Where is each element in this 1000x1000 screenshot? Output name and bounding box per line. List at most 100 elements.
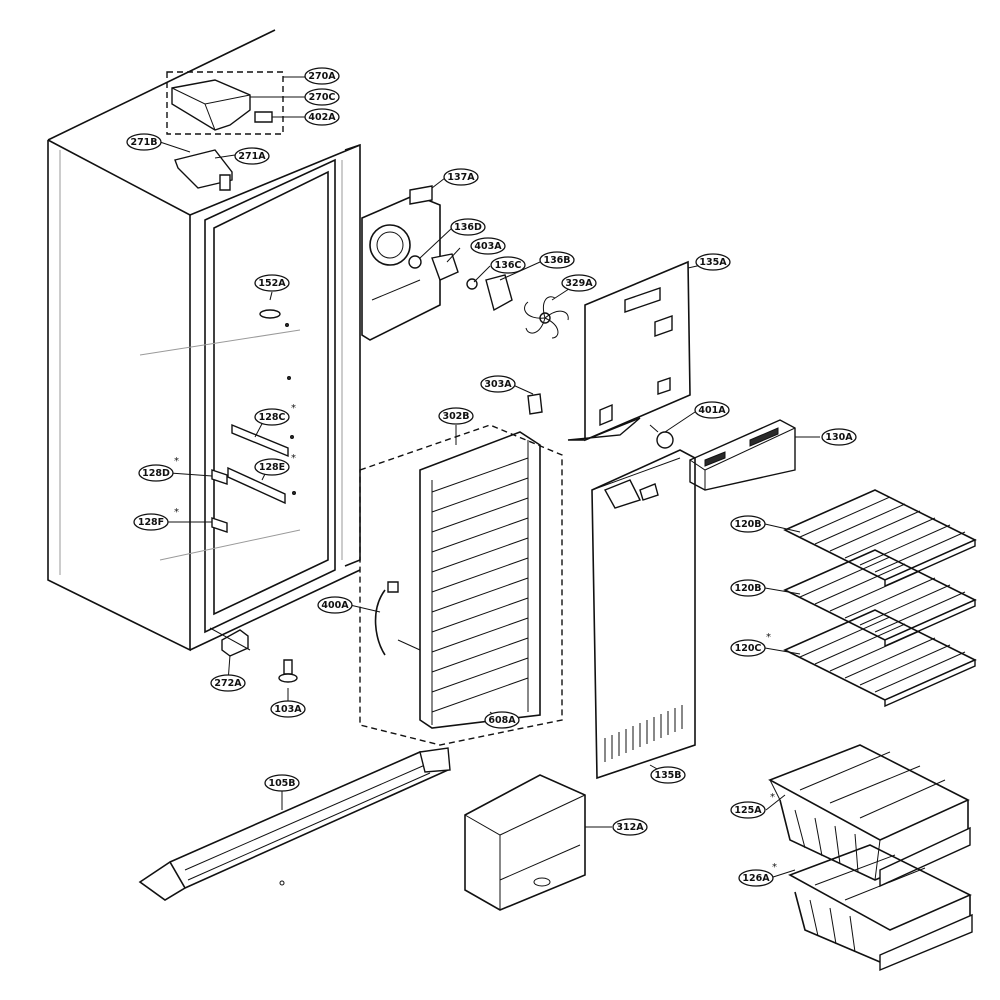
callout-120b_1: 120B xyxy=(730,515,766,533)
callout-271a: 271A xyxy=(234,147,270,165)
callout-label: 137A xyxy=(447,172,475,183)
callout-oval xyxy=(254,458,290,476)
callout-oval xyxy=(317,596,353,614)
callout-oval xyxy=(304,67,340,85)
callout-128c: 128C xyxy=(254,408,290,426)
callout-oval xyxy=(438,407,474,425)
callout-label: 128C xyxy=(259,412,286,423)
wire-baskets xyxy=(768,744,973,972)
callout-oval xyxy=(730,801,766,819)
callout-329a: 329A xyxy=(561,274,597,292)
callout-label: 128E xyxy=(259,462,285,473)
callout-oval xyxy=(126,133,162,151)
callout-oval xyxy=(270,700,306,718)
callout-label: 120B xyxy=(734,519,761,530)
callout-label: 136C xyxy=(495,260,522,271)
callout-label: 128D xyxy=(142,468,170,479)
callout-120b_2: 120B xyxy=(730,579,766,597)
callout-oval xyxy=(695,253,731,271)
callout-oval xyxy=(443,168,479,186)
callout-272a: 272A xyxy=(210,674,246,692)
callout-136d: 136D xyxy=(450,218,486,236)
callout-oval xyxy=(254,274,290,292)
part-303A xyxy=(527,393,543,415)
evaporator-assembly xyxy=(359,424,563,746)
callout-103a: 103A xyxy=(270,700,306,718)
callout-label: 105B xyxy=(268,778,295,789)
shelf-1 xyxy=(783,489,977,588)
callout-270a: 270A xyxy=(304,67,340,85)
callout-label: 272A xyxy=(214,678,242,689)
callout-label: 103A xyxy=(274,704,302,715)
callout-120c: 120C xyxy=(730,639,766,657)
callout-136b: 136B xyxy=(539,251,575,269)
vent-slots xyxy=(604,705,683,762)
fan-housing xyxy=(361,185,569,341)
callout-312a: 312A xyxy=(612,818,648,836)
asterisk-128F: * xyxy=(174,507,179,518)
callout-401a: 401A xyxy=(694,401,730,419)
callout-oval xyxy=(612,818,648,836)
callout-oval xyxy=(234,147,270,165)
callout-label: 400A xyxy=(321,600,349,611)
fan xyxy=(524,296,569,339)
callouts: 270A 270C 402A 271B 271A 137A 136D 403A 136C 136B… xyxy=(126,67,857,887)
callout-608a: 608A xyxy=(484,711,520,729)
callout-label: 402A xyxy=(308,112,336,123)
callout-label: 128F xyxy=(138,517,164,528)
asterisk-125A: * xyxy=(770,792,775,803)
callout-label: 126A xyxy=(742,873,770,884)
callout-270c: 270C xyxy=(304,88,340,106)
asterisk-128D: * xyxy=(174,456,179,467)
drain-tray xyxy=(138,747,451,901)
asterisk-128E: * xyxy=(291,453,296,464)
callout-130a: 130A xyxy=(821,428,857,446)
duct-cover xyxy=(464,774,586,911)
asterisk-126A: * xyxy=(772,862,777,873)
callout-oval xyxy=(484,711,520,729)
callout-128d: 128D xyxy=(138,464,174,482)
callout-oval xyxy=(738,869,774,887)
callout-125a: 125A xyxy=(730,801,766,819)
callout-label: 302B xyxy=(442,411,469,422)
callout-oval xyxy=(694,401,730,419)
callout-label: 403A xyxy=(474,241,502,252)
callout-label: 130A xyxy=(825,432,853,443)
callout-oval xyxy=(133,513,169,531)
callout-105b: 105B xyxy=(264,774,300,792)
basket-125A xyxy=(768,744,971,888)
shelf-3 xyxy=(783,609,977,708)
callout-label: 401A xyxy=(698,405,726,416)
callout-128f: 128F xyxy=(133,513,169,531)
evaporator-coils xyxy=(431,457,529,713)
callout-label: 125A xyxy=(734,805,762,816)
callout-label: 270A xyxy=(308,71,336,82)
callout-oval xyxy=(480,375,516,393)
basket-126A xyxy=(788,844,973,972)
callout-oval xyxy=(138,464,174,482)
lamp-cover xyxy=(649,419,796,491)
callout-oval xyxy=(650,766,686,784)
top-cover-assembly xyxy=(166,71,284,135)
callout-oval xyxy=(490,256,526,274)
asterisks: * * * * * * * xyxy=(174,403,777,873)
shelf-2 xyxy=(783,549,977,648)
callout-402a: 402A xyxy=(304,108,340,126)
callout-label: 303A xyxy=(484,379,512,390)
callout-label: 135B xyxy=(654,770,681,781)
callout-oval xyxy=(450,218,486,236)
callout-oval xyxy=(264,774,300,792)
callout-135b: 135B xyxy=(650,766,686,784)
callout-136c: 136C xyxy=(490,256,526,274)
asterisk-120C: * xyxy=(766,632,771,643)
callout-label: 120B xyxy=(734,583,761,594)
callout-label: 135A xyxy=(699,257,727,268)
callout-oval xyxy=(304,88,340,106)
callout-oval xyxy=(821,428,857,446)
callout-137a: 137A xyxy=(443,168,479,186)
back-panel-135B xyxy=(591,449,696,780)
callout-271b: 271B xyxy=(126,133,162,151)
callout-oval xyxy=(730,515,766,533)
callout-label: 312A xyxy=(616,822,644,833)
